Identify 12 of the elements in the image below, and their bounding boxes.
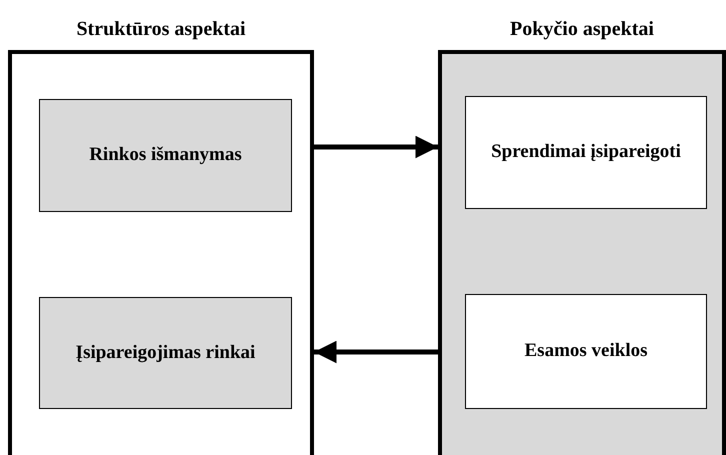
aspect-label: Esamos veiklos bbox=[524, 339, 648, 364]
aspect-label: Sprendimai įsipareigoti bbox=[490, 140, 682, 164]
aspect-box bbox=[39, 297, 292, 409]
aspect-label: Rinkos išmanymas bbox=[88, 143, 243, 168]
aspect-label: Įsipareigojimas rinkai bbox=[74, 340, 256, 365]
arrow bbox=[314, 136, 438, 158]
aspect-box bbox=[465, 294, 707, 409]
aspect-box bbox=[39, 99, 292, 212]
panel-heading: Struktūros aspektai bbox=[75, 18, 247, 41]
panel-heading: Pokyčio aspektai bbox=[509, 18, 655, 41]
arrow bbox=[314, 340, 438, 364]
aspect-box bbox=[465, 96, 707, 209]
